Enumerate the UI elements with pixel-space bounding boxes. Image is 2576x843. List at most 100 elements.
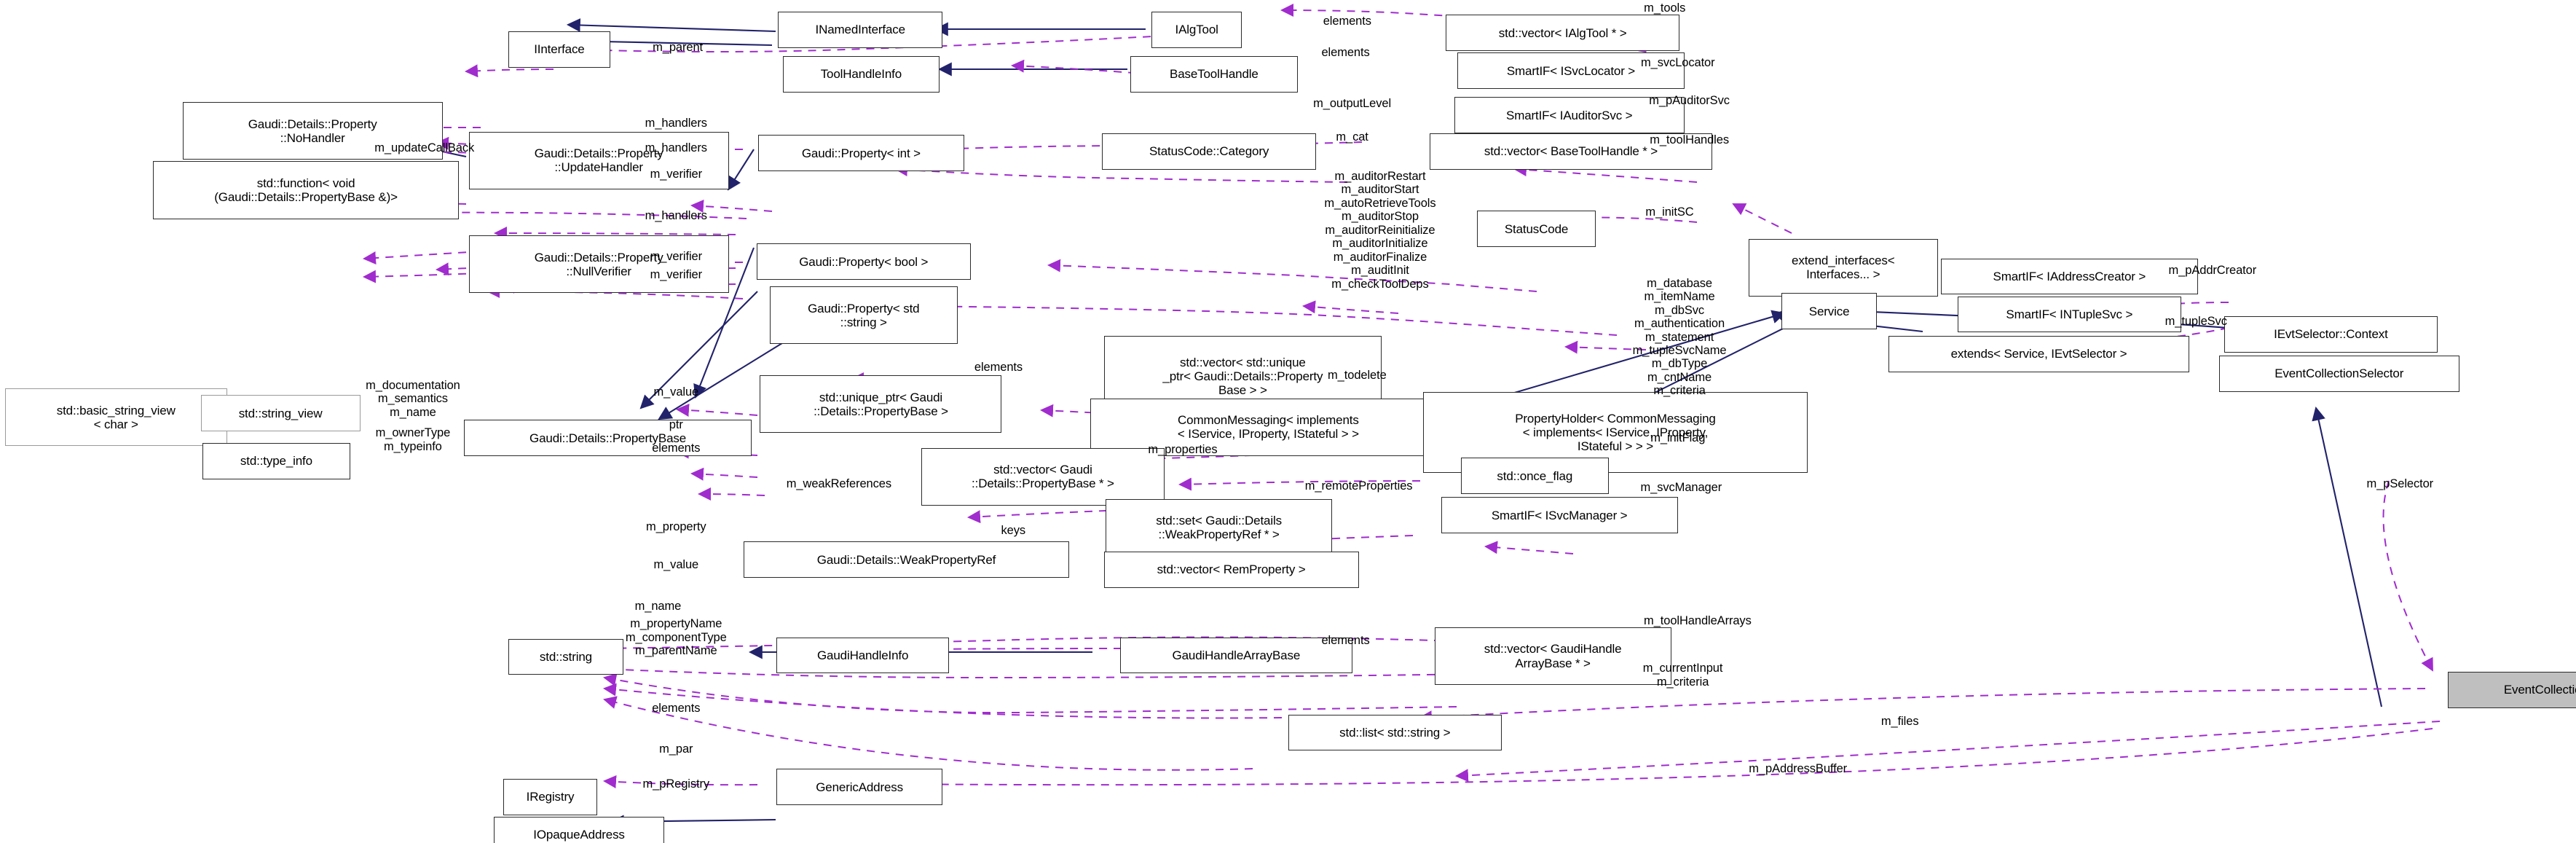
- class-node-smartif_iauditorsvc[interactable]: SmartIF< IAuditorSvc >: [1454, 97, 1685, 134]
- class-node-genericaddress[interactable]: GenericAddress: [776, 769, 943, 805]
- class-node-service[interactable]: Service: [1781, 293, 1878, 329]
- edge-label-m_verifier_2: m_verifier: [650, 250, 703, 264]
- class-node-label: std::vector< BaseToolHandle * >: [1484, 144, 1658, 159]
- edge-label-service_props: m_database m_itemName m_dbSvc m_authenti…: [1632, 276, 1727, 398]
- edge-label-m_svcManager: m_svcManager: [1640, 480, 1722, 494]
- class-node-label: SmartIF< ISvcLocator >: [1506, 63, 1636, 78]
- edge-label-m_value_1: m_value: [653, 385, 699, 399]
- edge-label-m_updateCallBack: m_updateCallBack: [374, 141, 475, 155]
- edge-label-m_parent: m_parent: [653, 41, 703, 55]
- class-node-iopaqueaddress[interactable]: IOpaqueAddress: [493, 816, 665, 843]
- class-node-label: Gaudi::Property< std ::string >: [808, 301, 920, 329]
- class-node-once_flag[interactable]: std::once_flag: [1460, 458, 1609, 494]
- class-node-ialgtool[interactable]: IAlgTool: [1151, 11, 1242, 48]
- edge-label-m_currentInput: m_currentInput m_criteria: [1642, 662, 1723, 689]
- class-node-statuscode[interactable]: StatusCode: [1477, 211, 1596, 247]
- class-node-label: Gaudi::Details::Property ::NullVerifier: [534, 250, 663, 278]
- class-node-label: Gaudi::Property< int >: [801, 146, 921, 160]
- edge-label-m_pAddressBuffer: m_pAddressBuffer: [1749, 762, 1848, 776]
- class-node-weakpropertyref[interactable]: Gaudi::Details::WeakPropertyRef: [743, 541, 1070, 579]
- class-node-list_string[interactable]: std::list< std::string >: [1288, 714, 1502, 751]
- class-node-gaudi_prop_string[interactable]: Gaudi::Property< std ::string >: [770, 286, 958, 345]
- class-node-std_string[interactable]: std::string: [508, 638, 623, 675]
- class-node-extend_interfaces[interactable]: extend_interfaces< Interfaces... >: [1748, 238, 1938, 297]
- edge-label-m_ownerType: m_ownerType m_typeinfo: [375, 426, 451, 453]
- class-node-label: IOpaqueAddress: [533, 828, 625, 842]
- edge-label-keys: keys: [1001, 523, 1026, 537]
- class-node-label: std::vector< std::unique _ptr< Gaudi::De…: [1162, 355, 1323, 397]
- class-node-toolhandleinfo[interactable]: ToolHandleInfo: [783, 55, 940, 93]
- edge-label-m_weakReferences: m_weakReferences: [786, 477, 891, 491]
- class-node-label: IEvtSelector::Context: [2274, 327, 2388, 342]
- class-node-label: std::vector< RemProperty >: [1157, 562, 1306, 577]
- edge-label-m_par: m_par: [659, 742, 693, 756]
- class-node-std_function_void[interactable]: std::function< void (Gaudi::Details::Pro…: [153, 161, 460, 219]
- class-node-extends_service[interactable]: extends< Service, IEvtSelector >: [1888, 335, 2190, 372]
- edge-label-m_outputLevel: m_outputLevel: [1313, 97, 1392, 111]
- class-node-basetoolhandle[interactable]: BaseToolHandle: [1130, 55, 1299, 93]
- edge-label-elements_uniqueptr: elements: [974, 360, 1023, 374]
- edge-label-m_tools: m_tools: [1644, 1, 1686, 15]
- class-node-label: StatusCode: [1504, 221, 1569, 236]
- class-node-label: IAlgTool: [1175, 23, 1218, 37]
- class-node-prop_updatehandler[interactable]: Gaudi::Details::Property ::UpdateHandler: [468, 131, 729, 189]
- edge-label-elements_propbase: elements: [652, 441, 701, 455]
- class-node-label: EventCollectionContext: [2503, 683, 2576, 697]
- class-node-label: INamedInterface: [815, 23, 906, 37]
- class-node-ievtselector_context[interactable]: IEvtSelector::Context: [2224, 315, 2438, 353]
- class-node-label: extends< Service, IEvtSelector >: [1950, 347, 2127, 361]
- class-node-unique_ptr_propbase[interactable]: std::unique_ptr< Gaudi ::Details::Proper…: [760, 375, 1002, 434]
- edge-label-m_initSC: m_initSC: [1645, 205, 1694, 219]
- class-node-vec_ialgtool[interactable]: std::vector< IAlgTool * >: [1446, 15, 1680, 52]
- class-node-label: std::string: [539, 650, 592, 664]
- class-node-eventcollselector[interactable]: EventCollectionSelector: [2218, 356, 2459, 392]
- class-node-string_view[interactable]: std::string_view: [200, 395, 361, 432]
- class-node-prop_nohandler[interactable]: Gaudi::Details::Property ::NoHandler: [182, 102, 443, 160]
- class-node-smartif_intuplesvc[interactable]: SmartIF< INTupleSvc >: [1957, 296, 2181, 333]
- edge-label-m_remoteProperties: m_remoteProperties: [1304, 479, 1413, 493]
- edge-label-m_pRegistry: m_pRegistry: [642, 777, 710, 791]
- class-node-iinterface[interactable]: IInterface: [508, 31, 610, 68]
- class-node-label: Gaudi::Details::Property ::NoHandler: [248, 117, 377, 145]
- class-node-iregistry[interactable]: IRegistry: [503, 778, 597, 815]
- class-node-vec_propbase_ptr[interactable]: std::vector< Gaudi ::Details::PropertyBa…: [921, 447, 1165, 506]
- class-node-smartif_isvcmanager[interactable]: SmartIF< ISvcManager >: [1441, 497, 1678, 534]
- class-node-gaudihandleinfo[interactable]: GaudiHandleInfo: [776, 637, 950, 674]
- class-node-label: ToolHandleInfo: [820, 67, 902, 82]
- class-node-smartif_isvclocator[interactable]: SmartIF< ISvcLocator >: [1457, 52, 1685, 90]
- class-node-vec_gaudihandlearr[interactable]: std::vector< GaudiHandle ArrayBase * >: [1434, 627, 1671, 686]
- edge-label-elements_ialgtool: elements: [1323, 15, 1371, 28]
- class-node-label: EventCollectionSelector: [2274, 366, 2404, 381]
- class-node-gaudihandlearraybase[interactable]: GaudiHandleArrayBase: [1120, 637, 1352, 674]
- class-node-gaudi_prop_bool[interactable]: Gaudi::Property< bool >: [756, 243, 971, 281]
- class-node-label: PropertyHolder< CommonMessaging < implem…: [1515, 411, 1716, 453]
- edge-label-m_verifier_1: m_verifier: [650, 168, 703, 181]
- class-node-eventcollcontext[interactable]: EventCollectionContext: [2447, 671, 2576, 708]
- class-node-propertybase[interactable]: Gaudi::Details::PropertyBase: [463, 420, 752, 456]
- class-node-label: std::vector< Gaudi ::Details::PropertyBa…: [972, 463, 1114, 491]
- class-node-vec_remproperty[interactable]: std::vector< RemProperty >: [1103, 552, 1359, 588]
- edge-label-m_todelete: m_todelete: [1328, 369, 1387, 383]
- class-node-statuscode_category[interactable]: StatusCode::Category: [1102, 133, 1316, 170]
- edge-label-m_initFlag: m_initFlag: [1650, 431, 1706, 445]
- class-node-set_weakpropref[interactable]: std::set< Gaudi::Details ::WeakPropertyR…: [1105, 498, 1333, 557]
- class-node-prop_nullverifier[interactable]: Gaudi::Details::Property ::NullVerifier: [468, 235, 729, 294]
- class-node-label: std::set< Gaudi::Details ::WeakPropertyR…: [1156, 514, 1282, 542]
- class-node-commonmessaging[interactable]: CommonMessaging< implements < IService, …: [1090, 398, 1446, 456]
- class-node-label: SmartIF< ISvcManager >: [1491, 508, 1628, 522]
- class-node-smartif_iaddrcreator[interactable]: SmartIF< IAddressCreator >: [1941, 258, 2198, 295]
- class-node-label: CommonMessaging< implements < IService, …: [1177, 413, 1359, 442]
- class-node-vec_basetoolhandle[interactable]: std::vector< BaseToolHandle * >: [1429, 133, 1713, 170]
- class-node-basic_string_view[interactable]: std::basic_string_view < char >: [4, 388, 227, 447]
- edge-label-m_value_2: m_value: [653, 558, 699, 572]
- class-node-label: std::vector< IAlgTool * >: [1498, 26, 1627, 40]
- class-node-label: SmartIF< INTupleSvc >: [2006, 307, 2133, 322]
- class-node-label: std::function< void (Gaudi::Details::Pro…: [214, 176, 398, 204]
- edge-label-m_tupleSvc: m_tupleSvc: [2165, 314, 2227, 328]
- class-node-gaudi_prop_int[interactable]: Gaudi::Property< int >: [758, 135, 964, 171]
- class-node-inamedinterface[interactable]: INamedInterface: [778, 11, 943, 48]
- edge-label-m_verifier_3: m_verifier: [650, 268, 703, 282]
- class-node-type_info[interactable]: std::type_info: [202, 442, 351, 479]
- class-node-label: std::vector< GaudiHandle ArrayBase * >: [1484, 642, 1622, 670]
